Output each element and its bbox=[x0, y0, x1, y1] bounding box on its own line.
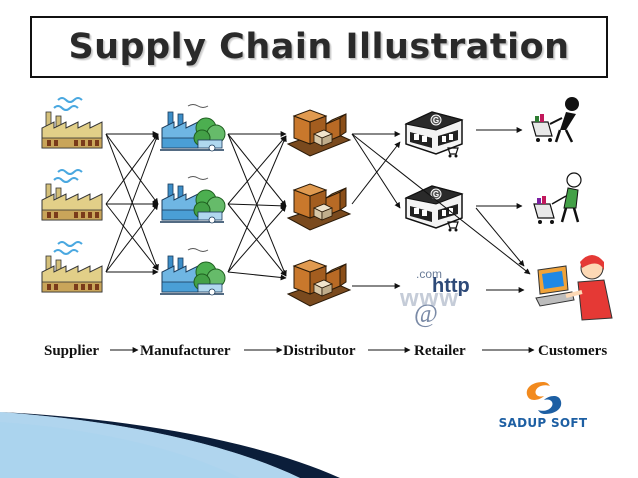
manufacturer-factory-icon bbox=[159, 103, 226, 296]
stage-label-retailer: Retailer bbox=[414, 343, 466, 359]
supplier-factory-icon bbox=[41, 97, 103, 293]
web-com-text: .com bbox=[416, 267, 442, 281]
web-store-icon: www .com http @ bbox=[399, 267, 470, 328]
retailer-customer-arrows bbox=[475, 127, 525, 293]
bottom-swoosh bbox=[0, 406, 340, 478]
shopper-cart-icon bbox=[531, 97, 579, 143]
title-box: Supply Chain Illustration bbox=[30, 16, 608, 78]
manufacturer-distributor-arrows bbox=[227, 131, 287, 281]
stage-label-distributor: Distributor bbox=[283, 343, 356, 359]
stage-label-manufacturer: Manufacturer bbox=[140, 343, 231, 359]
web-http-text: http bbox=[432, 275, 470, 297]
supplier-manufacturer-arrows bbox=[105, 131, 159, 275]
stage-label-customers: Customers bbox=[538, 343, 607, 359]
brand-logo: SADUP SOFT bbox=[488, 380, 598, 440]
sadup-logo-icon bbox=[526, 382, 562, 414]
web-www-text: www bbox=[399, 285, 459, 312]
shopper-cart-icon bbox=[533, 172, 582, 224]
warehouse-boxes-icon bbox=[287, 109, 351, 307]
online-shopper-icon bbox=[535, 255, 613, 321]
stage-label-supplier: Supplier bbox=[44, 343, 99, 359]
web-at-text: @ bbox=[414, 299, 438, 328]
page-title: Supply Chain Illustration bbox=[68, 27, 570, 67]
brand-name: SADUP SOFT bbox=[498, 416, 588, 430]
distributor-retailer-arrows bbox=[351, 131, 531, 289]
